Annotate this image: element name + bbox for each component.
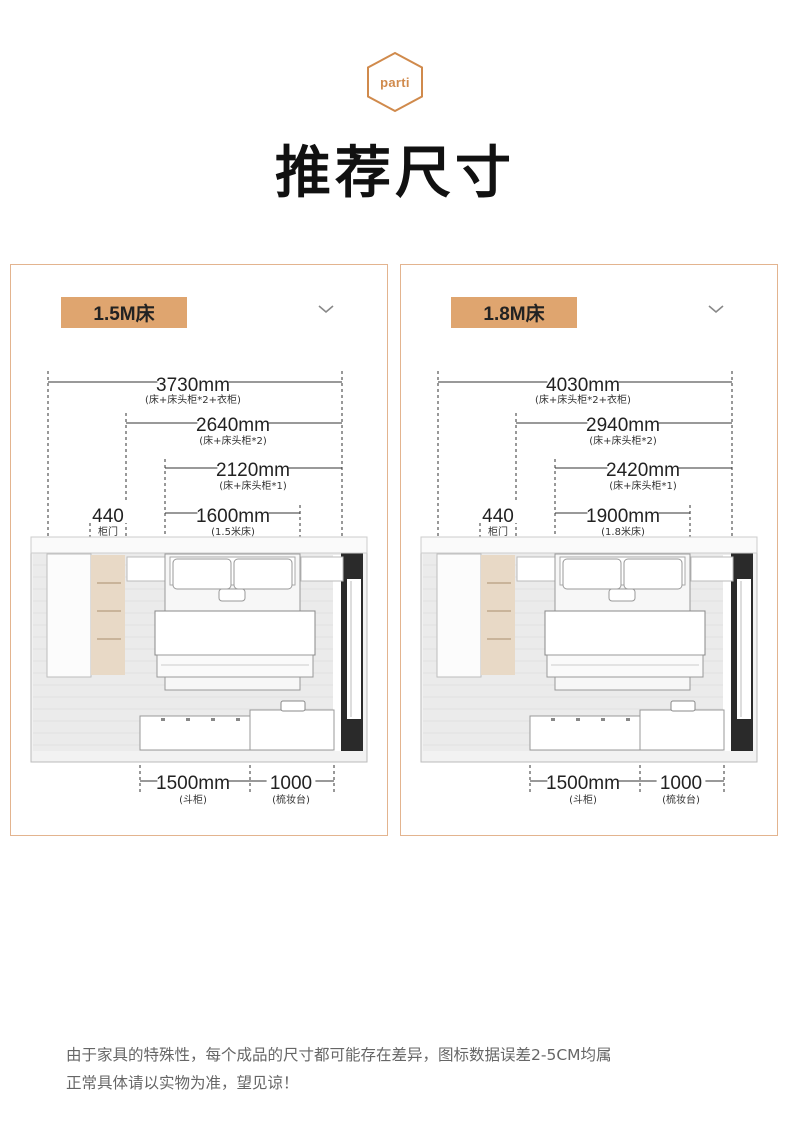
- chest-of-drawers: [139, 715, 251, 751]
- page-title: 推荐尺寸: [275, 141, 515, 206]
- size-tag: 1.8M床: [451, 297, 577, 328]
- size-tag: 1.5M床: [61, 297, 187, 328]
- dimension-value: 1500mm: [156, 773, 230, 794]
- chest-of-drawers: [529, 715, 641, 751]
- dimension-note: (斗柜): [179, 793, 207, 806]
- dimension-note: 柜门: [98, 525, 118, 538]
- dimension-value: 2420mm: [606, 460, 680, 481]
- nightstand: [516, 556, 558, 582]
- dimension-value: 4030mm: [546, 375, 620, 396]
- dimension-note: (床+床头柜*2+衣柜): [145, 393, 241, 406]
- dimension-note: (床+床头柜*1): [219, 479, 287, 492]
- size-panel-1-5m: 1.5M床 3730mm(床+床头柜*2+衣柜) 2640mm(床+床头柜*2) 21…: [10, 264, 388, 836]
- dressing-table: [249, 709, 335, 751]
- footnote-line-1: 由于家具的特殊性，每个成品的尺寸都可能存在差异，图标数据误差2-5CM均属: [66, 1046, 612, 1064]
- dimension-value: 2940mm: [586, 415, 660, 436]
- floor-plan-diagram: 3730mm(床+床头柜*2+衣柜)2640mm(床+床头柜*2)2120mm(…: [30, 371, 368, 806]
- room-floor-plan: [30, 536, 368, 763]
- badge-label: parti: [380, 74, 410, 90]
- dimension-value: 2120mm: [216, 460, 290, 481]
- bed: [544, 553, 706, 691]
- dimension-note: (床+床头柜*2+衣柜): [535, 393, 631, 406]
- nightstand: [300, 556, 344, 582]
- dimension-value: 1600mm: [196, 506, 270, 527]
- dimension-note: (1.8米床): [601, 525, 645, 538]
- dimension-note: (斗柜): [569, 793, 597, 806]
- chevron-down-icon[interactable]: [707, 303, 725, 315]
- nightstand: [126, 556, 168, 582]
- dimension-note: (床+床头柜*2): [589, 434, 657, 447]
- dimension-note: (梳妆台): [662, 793, 700, 806]
- dimension-note: (床+床头柜*2): [199, 434, 267, 447]
- dimension-value: 2640mm: [196, 415, 270, 436]
- dimension-value: 440: [92, 506, 124, 527]
- dimension-note: (梳妆台): [272, 793, 310, 806]
- floor-plan-diagram: 4030mm(床+床头柜*2+衣柜)2940mm(床+床头柜*2)2420mm(…: [420, 371, 758, 806]
- nightstand: [690, 556, 734, 582]
- dimension-note: 柜门: [488, 525, 508, 538]
- dimension-note: (床+床头柜*1): [609, 479, 677, 492]
- dimension-value: 1000: [660, 773, 702, 794]
- dimension-value: 1900mm: [586, 506, 660, 527]
- dressing-table: [639, 709, 725, 751]
- chevron-down-icon[interactable]: [317, 303, 335, 315]
- size-panel-1-8m: 1.8M床 4030mm(床+床头柜*2+衣柜) 2940mm(床+床头柜*2) 24…: [400, 264, 778, 836]
- dimension-value: 3730mm: [156, 375, 230, 396]
- dimension-value: 1000: [270, 773, 312, 794]
- hexagon-badge-icon: [367, 51, 423, 113]
- dimension-note: (1.5米床): [211, 525, 255, 538]
- room-floor-plan: [420, 536, 758, 763]
- wardrobe: [46, 553, 92, 678]
- bed: [154, 553, 316, 691]
- dimension-value: 1500mm: [546, 773, 620, 794]
- footnote-line-2: 正常具体请以实物为准，望见谅！: [66, 1074, 299, 1092]
- dimension-value: 440: [482, 506, 514, 527]
- wardrobe: [436, 553, 482, 678]
